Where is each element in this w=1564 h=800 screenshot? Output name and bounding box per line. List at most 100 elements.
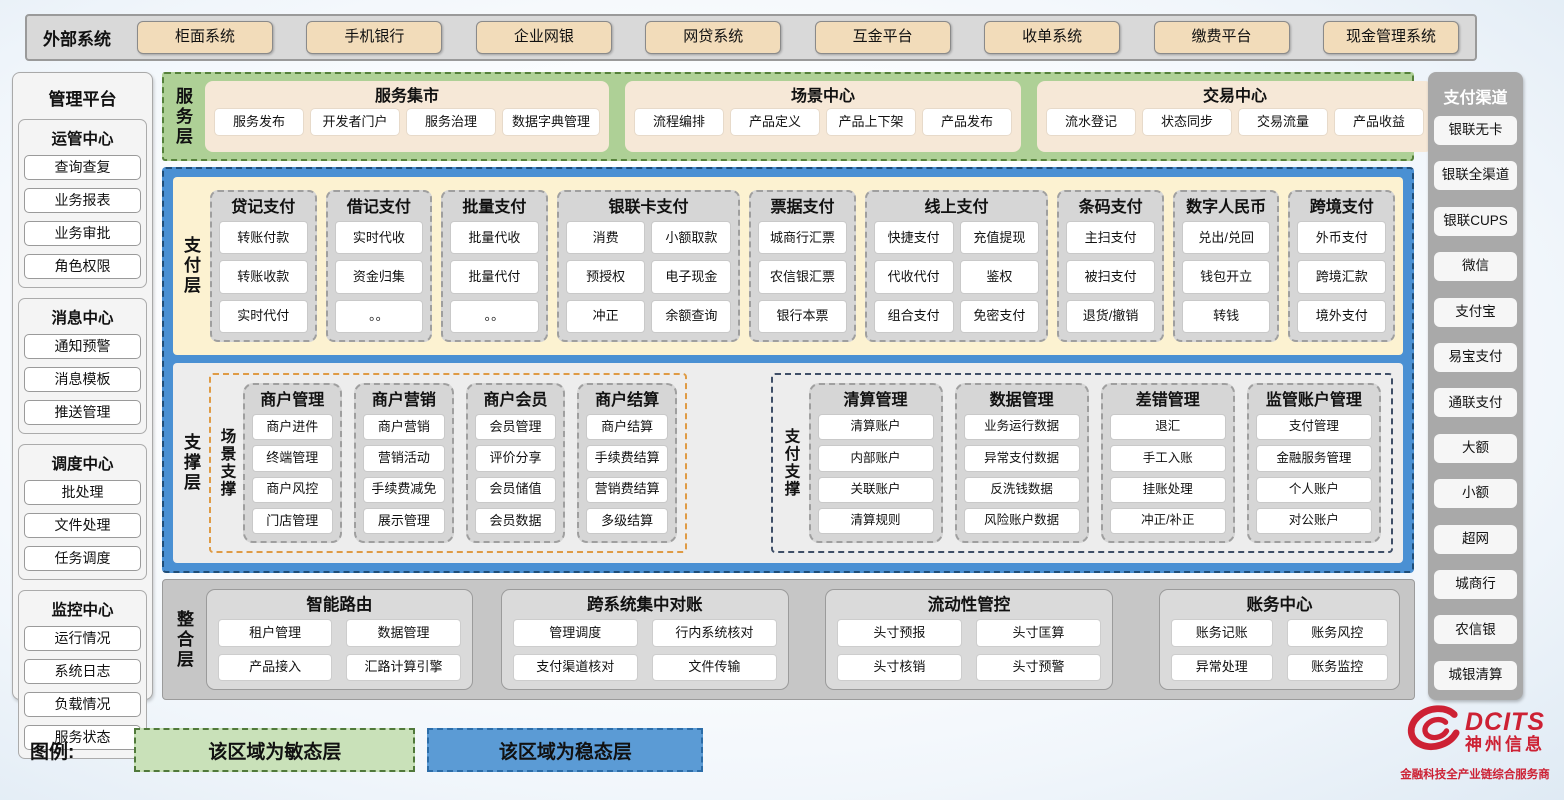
module-item[interactable]: 产品上下架 bbox=[827, 109, 916, 135]
module-item[interactable]: 头寸核销 bbox=[837, 654, 961, 680]
module-item[interactable]: 手工入账 bbox=[1110, 446, 1225, 471]
module-item[interactable]: 账务记账 bbox=[1172, 620, 1272, 646]
payment-channel-button[interactable]: 银联无卡 bbox=[1434, 116, 1517, 145]
module-item[interactable]: 产品接入 bbox=[219, 654, 332, 680]
payment-channel-button[interactable]: 小额 bbox=[1434, 479, 1517, 509]
module-item[interactable]: 批量代收 bbox=[451, 222, 538, 254]
external-system-button[interactable]: 网贷系统 bbox=[645, 21, 782, 54]
module-item[interactable]: 金融服务管理 bbox=[1256, 446, 1371, 471]
payment-channel-button[interactable]: 城商行 bbox=[1434, 570, 1517, 600]
module-item[interactable]: 退汇 bbox=[1110, 415, 1225, 440]
module-item[interactable]: 清算账户 bbox=[818, 415, 933, 440]
module-item[interactable]: 会员管理 bbox=[475, 415, 556, 440]
module-item[interactable]: 预授权 bbox=[566, 261, 645, 293]
module-item[interactable]: 行内系统核对 bbox=[652, 620, 776, 646]
module-item[interactable]: 账务监控 bbox=[1287, 654, 1387, 680]
module-item[interactable]: 实时代收 bbox=[335, 222, 423, 254]
module-item[interactable]: 状态同步 bbox=[1143, 109, 1232, 135]
module-item[interactable]: 会员数据 bbox=[475, 508, 556, 533]
payment-channel-button[interactable]: 农信银 bbox=[1434, 615, 1517, 645]
module-item[interactable]: 小额取款 bbox=[652, 222, 731, 254]
module-item[interactable]: 汇路计算引擎 bbox=[347, 654, 460, 680]
module-item[interactable]: 头寸匡算 bbox=[976, 620, 1101, 646]
module-item[interactable]: 。。 bbox=[335, 300, 423, 332]
module-item[interactable]: 电子现金 bbox=[652, 261, 731, 293]
module-item[interactable]: 商户进件 bbox=[252, 415, 333, 440]
external-system-button[interactable]: 柜面系统 bbox=[137, 21, 273, 54]
payment-channel-button[interactable]: 通联支付 bbox=[1434, 388, 1517, 418]
module-item[interactable]: 组合支付 bbox=[874, 300, 953, 332]
module-item[interactable]: 文件传输 bbox=[652, 654, 776, 680]
module-item[interactable]: 反洗钱数据 bbox=[964, 477, 1079, 502]
payment-channel-button[interactable]: 城银清算 bbox=[1434, 660, 1517, 690]
module-item[interactable]: 租户管理 bbox=[219, 620, 332, 646]
module-item[interactable]: 运行情况 bbox=[24, 626, 141, 651]
module-item[interactable]: 角色权限 bbox=[24, 254, 141, 279]
payment-channel-button[interactable]: 微信 bbox=[1434, 252, 1517, 282]
module-item[interactable]: 手续费结算 bbox=[587, 446, 667, 471]
module-item[interactable]: 农信银汇票 bbox=[759, 261, 846, 293]
module-item[interactable]: 跨境汇款 bbox=[1298, 261, 1385, 293]
module-item[interactable]: 外币支付 bbox=[1298, 222, 1385, 254]
module-item[interactable]: 支付管理 bbox=[1256, 415, 1371, 440]
module-item[interactable]: 挂账处理 bbox=[1110, 477, 1225, 502]
external-system-button[interactable]: 互金平台 bbox=[814, 21, 951, 54]
module-item[interactable]: 银行本票 bbox=[759, 300, 846, 332]
module-item[interactable]: 产品收益 bbox=[1335, 109, 1424, 135]
module-item[interactable]: 钱包开立 bbox=[1182, 261, 1270, 293]
module-item[interactable]: 鉴权 bbox=[960, 261, 1039, 293]
module-item[interactable]: 资金归集 bbox=[335, 261, 423, 293]
module-item[interactable]: 代收代付 bbox=[874, 261, 953, 293]
payment-channel-button[interactable]: 支付宝 bbox=[1434, 297, 1517, 327]
module-item[interactable]: 服务状态 bbox=[24, 725, 141, 750]
module-item[interactable]: 对公账户 bbox=[1256, 508, 1371, 533]
module-item[interactable]: 流程编排 bbox=[635, 109, 724, 135]
payment-channel-button[interactable]: 易宝支付 bbox=[1434, 343, 1517, 373]
module-item[interactable]: 余额查询 bbox=[652, 300, 731, 332]
module-item[interactable]: 批处理 bbox=[24, 480, 141, 505]
module-item[interactable]: 开发者门户 bbox=[311, 109, 399, 135]
module-item[interactable]: 文件处理 bbox=[24, 513, 141, 538]
module-item[interactable]: 消息模板 bbox=[24, 367, 141, 392]
module-item[interactable]: 负载情况 bbox=[24, 692, 141, 717]
module-item[interactable]: 流水登记 bbox=[1047, 109, 1136, 135]
module-item[interactable]: 快捷支付 bbox=[874, 222, 953, 254]
module-item[interactable]: 展示管理 bbox=[364, 508, 444, 533]
module-item[interactable]: 业务报表 bbox=[24, 188, 141, 213]
external-system-button[interactable]: 手机银行 bbox=[306, 21, 443, 54]
module-item[interactable]: 推送管理 bbox=[24, 400, 141, 425]
module-item[interactable]: 城商行汇票 bbox=[759, 222, 846, 254]
module-item[interactable]: 异常处理 bbox=[1172, 654, 1272, 680]
module-item[interactable]: 批量代付 bbox=[451, 261, 538, 293]
module-item[interactable]: 冲正/补正 bbox=[1110, 508, 1225, 533]
module-item[interactable]: 关联账户 bbox=[818, 477, 933, 502]
module-item[interactable]: 评价分享 bbox=[475, 446, 556, 471]
module-item[interactable]: 异常支付数据 bbox=[964, 446, 1079, 471]
external-system-button[interactable]: 缴费平台 bbox=[1153, 21, 1290, 54]
module-item[interactable]: 管理调度 bbox=[513, 620, 637, 646]
module-item[interactable]: 账务风控 bbox=[1287, 620, 1387, 646]
module-item[interactable]: 风险账户数据 bbox=[964, 508, 1079, 533]
module-item[interactable]: 转账收款 bbox=[220, 261, 307, 293]
module-item[interactable]: 境外支付 bbox=[1298, 300, 1385, 332]
module-item[interactable]: 兑出/兑回 bbox=[1182, 222, 1270, 254]
module-item[interactable]: 商户风控 bbox=[252, 477, 333, 502]
module-item[interactable]: 商户结算 bbox=[587, 415, 667, 440]
module-item[interactable]: 服务发布 bbox=[215, 109, 303, 135]
module-item[interactable]: 冲正 bbox=[566, 300, 645, 332]
module-item[interactable]: 头寸预报 bbox=[837, 620, 961, 646]
module-item[interactable]: 。。 bbox=[451, 300, 538, 332]
module-item[interactable]: 数据管理 bbox=[347, 620, 460, 646]
payment-channel-button[interactable]: 银联全渠道 bbox=[1434, 161, 1517, 191]
external-system-button[interactable]: 收单系统 bbox=[984, 21, 1121, 54]
module-item[interactable]: 服务治理 bbox=[407, 109, 495, 135]
module-item[interactable]: 充值提现 bbox=[960, 222, 1039, 254]
module-item[interactable]: 主扫支付 bbox=[1067, 222, 1154, 254]
external-system-button[interactable]: 企业网银 bbox=[475, 21, 612, 54]
module-item[interactable]: 转账付款 bbox=[220, 222, 307, 254]
payment-channel-button[interactable]: 超网 bbox=[1434, 524, 1517, 554]
module-item[interactable]: 转钱 bbox=[1182, 300, 1270, 332]
module-item[interactable]: 业务审批 bbox=[24, 221, 141, 246]
module-item[interactable]: 任务调度 bbox=[24, 546, 141, 571]
module-item[interactable]: 会员储值 bbox=[475, 477, 556, 502]
